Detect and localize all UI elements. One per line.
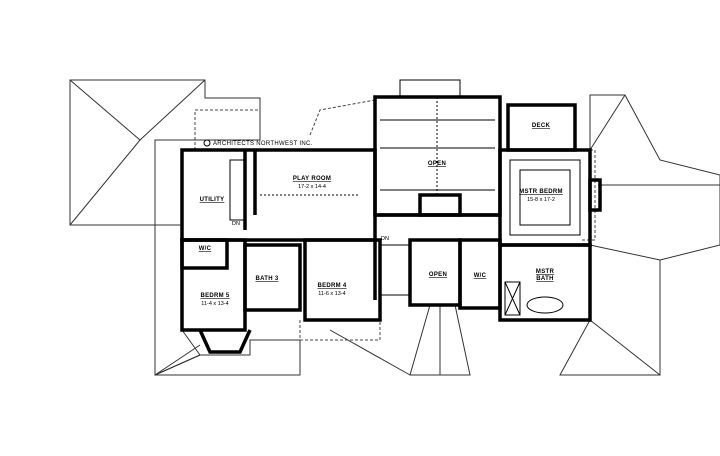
bedroom4-label: BEDRM 4	[317, 283, 346, 289]
master-bath-label: MSTR	[536, 269, 555, 275]
open-stair-label: OPEN	[429, 272, 447, 278]
utility-label: UTILITY	[200, 197, 225, 203]
bedroom5-label: BEDRM 5	[200, 293, 229, 299]
deck-label: DECK	[532, 123, 551, 129]
wic-master-label: W/C	[474, 273, 487, 279]
bedroom5-size: 11-4 x 13-4	[201, 301, 228, 307]
stair-down-left: DN	[232, 221, 240, 227]
walls	[180, 79, 602, 354]
master-bedroom-size: 15-8 x 17-2	[527, 197, 555, 203]
architect-credit: ARCHITECTS NORTHWEST INC.	[213, 141, 313, 147]
play-room-size: 17-2 x 14-4	[298, 184, 326, 190]
roof-dashed-overhang	[194, 99, 596, 341]
play-room-label: PLAY ROOM	[293, 176, 331, 182]
open-top-label: OPEN	[428, 161, 446, 167]
stair-down-right: DN	[381, 236, 389, 242]
bedroom4-size: 11-6 x 13-4	[318, 291, 345, 297]
master-bedroom-label: MSTR BEDRM	[519, 189, 563, 195]
wic-left-label: W/C	[199, 246, 212, 252]
roof-outline	[69, 79, 720, 376]
logo-icon	[203, 139, 211, 147]
stairs-left	[229, 159, 245, 221]
master-bath-label-2: BATH	[536, 276, 553, 282]
bath3-label: BATH 3	[255, 276, 278, 282]
